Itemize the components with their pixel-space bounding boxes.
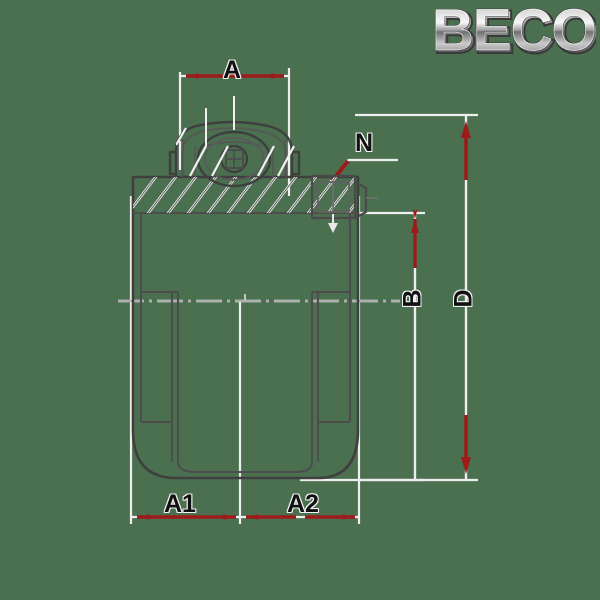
top-projection-ticks xyxy=(205,96,235,146)
housing-inner-lines xyxy=(133,211,358,474)
dimension-label-a2: A2 xyxy=(287,490,319,518)
insert-highlights xyxy=(176,127,295,177)
dimension-label-a: A xyxy=(223,56,242,84)
beco-logo-text-shadow: BECO xyxy=(434,2,596,64)
dimension-label-a1: A1 xyxy=(164,490,196,518)
nipple-direction-arrow xyxy=(328,214,338,233)
beco-logo-text: BECO xyxy=(432,2,596,63)
dimension-label-b: B xyxy=(398,289,427,308)
beco-logo: BECO BECO BECO xyxy=(428,2,596,64)
housing-outline xyxy=(131,175,360,480)
beco-logo-highlight: BECO xyxy=(432,2,596,63)
dimension-label-n: N xyxy=(355,129,374,157)
dimension-B xyxy=(411,209,419,480)
dimension-D xyxy=(461,115,471,480)
section-hatching xyxy=(133,177,355,213)
dimension-label-d: D xyxy=(449,289,478,308)
